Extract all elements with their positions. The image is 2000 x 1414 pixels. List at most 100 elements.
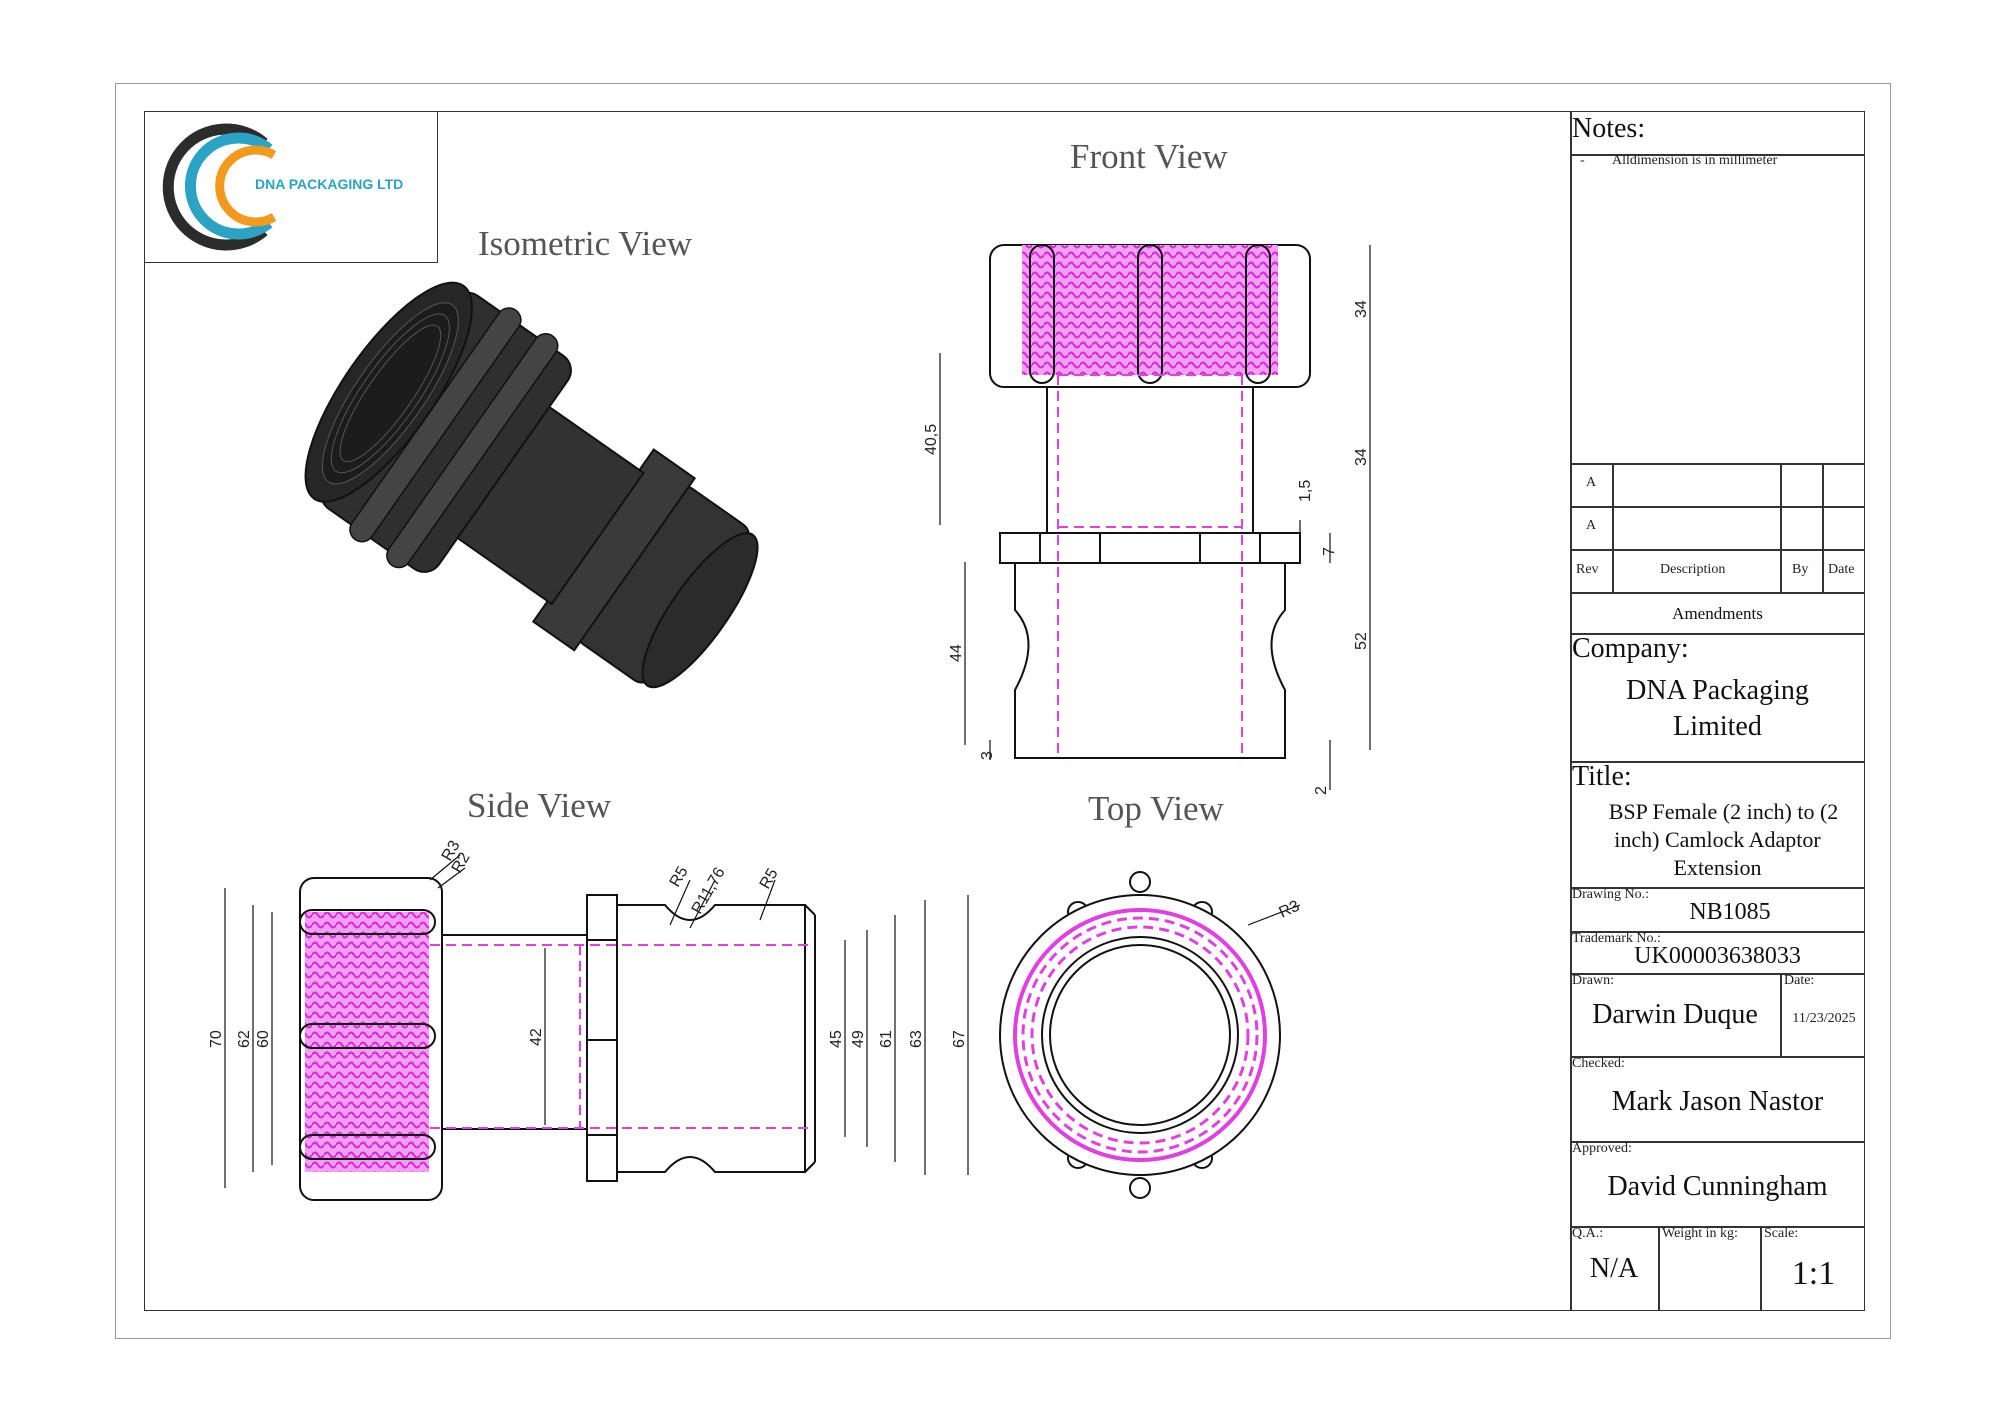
rev-header-by: By [1792, 562, 1809, 577]
logo-dark-arc [162, 123, 268, 251]
dim-side-63: 63 [908, 1030, 925, 1048]
tb-col [1612, 463, 1614, 592]
dim-front-34-neck: 34 [1353, 448, 1370, 466]
title-block: Notes: - Alldimension is in millimeter A… [1570, 111, 1865, 1311]
dim-front-3: 3 [979, 751, 996, 760]
dim-side-r5-right: R5 [757, 866, 782, 892]
front-hex-flange [999, 532, 1301, 564]
front-view [939, 244, 1371, 790]
side-neck [441, 934, 588, 1130]
notes-item: Alldimension is in millimeter [1612, 153, 1778, 168]
tb-divider [1570, 1141, 1865, 1143]
amendments-caption: Amendments [1672, 604, 1763, 623]
side-view [224, 854, 926, 1201]
qa-label: Q.A.: [1572, 1226, 1604, 1241]
dim-front-2: 2 [1313, 786, 1330, 795]
tb-col [1760, 1226, 1762, 1311]
tb-divider [1570, 1056, 1865, 1058]
top-lug [1129, 1177, 1151, 1199]
front-neck [1046, 386, 1254, 534]
iso-thread-ring [330, 313, 450, 474]
iso-thread-ring [339, 324, 442, 463]
tb-divider [1570, 154, 1865, 156]
title-label: Title: [1572, 761, 1632, 792]
title-line1: BSP Female (2 inch) to (2 [1608, 799, 1839, 824]
isometric-view-title: Isometric View [478, 224, 692, 263]
tb-divider [1570, 633, 1865, 635]
logo-text: DNA PACKAGING LTD [255, 176, 403, 192]
dim-front-40-5: 40,5 [923, 424, 940, 455]
title-line2: inch) Camlock Adaptor [1614, 827, 1821, 852]
logo-box: DNA PACKAGING LTD [144, 111, 438, 263]
dim-top-67: 67 [951, 1030, 968, 1048]
top-view [967, 871, 1301, 1199]
rev-header-rev: Rev [1576, 562, 1599, 577]
side-grip-rib [299, 1023, 436, 1049]
side-hex-flange [586, 894, 618, 1182]
tb-divider [1570, 973, 1865, 975]
drawn-date-value: 11/23/2025 [1792, 1011, 1856, 1026]
dim-front-1-5: 1,5 [1297, 480, 1314, 502]
dim-front-44: 44 [948, 644, 965, 662]
front-view-title: Front View [1070, 137, 1228, 176]
trademark-value: UK00003638033 [1634, 943, 1801, 969]
tb-col [1780, 463, 1782, 592]
drawing-border [144, 111, 1865, 1311]
tb-col [1780, 973, 1782, 1056]
drawn-date-label: Date: [1784, 973, 1815, 988]
title-line3: Extension [1673, 855, 1762, 880]
dim-front-7: 7 [1321, 547, 1338, 556]
tb-divider [1570, 549, 1865, 551]
iso-camlock-face [641, 532, 759, 689]
front-grip-rib [1029, 244, 1055, 384]
side-grip-rib [299, 909, 436, 935]
top-thread-ring [1013, 908, 1267, 1162]
approved-value: David Cunningham [1607, 1171, 1828, 1202]
side-chamfer [804, 904, 816, 916]
drawn-value: Darwin Duque [1592, 999, 1758, 1030]
approved-label: Approved: [1572, 1141, 1632, 1156]
side-chamfer [804, 1161, 816, 1173]
front-thread-region [1022, 245, 1278, 375]
logo-blue-arc [184, 132, 273, 240]
dim-top-r3: R3 [1277, 898, 1303, 922]
top-hidden-circle [1030, 925, 1250, 1145]
tb-divider [1570, 931, 1865, 933]
dim-leader [689, 879, 716, 929]
tb-col [1658, 1226, 1660, 1311]
notes-heading: Notes: [1572, 113, 1646, 144]
front-grip-rib [1245, 244, 1271, 384]
company-label: Company: [1572, 633, 1689, 664]
side-thread-region [305, 912, 429, 1172]
iso-grip-rib [386, 333, 559, 569]
side-grip-rib [299, 1134, 436, 1160]
tb-divider [1570, 1226, 1865, 1228]
drawn-label: Drawn: [1572, 973, 1614, 988]
top-bore-circle [1049, 944, 1231, 1126]
dim-side-r5-left: R5 [667, 864, 692, 890]
tb-divider [1570, 463, 1865, 465]
dim-side-62: 62 [236, 1030, 253, 1048]
iso-thread-bore [321, 302, 459, 485]
notes-bullet: - [1580, 153, 1585, 168]
tb-divider [1570, 592, 1865, 594]
front-grip-rib [1137, 244, 1163, 384]
dim-leader [437, 867, 466, 889]
top-inner-circle [1041, 936, 1239, 1134]
trademark-label: Trademark No.: [1572, 931, 1661, 946]
dim-front-34-top: 34 [1353, 300, 1370, 318]
dim-side-45: 45 [828, 1030, 845, 1048]
top-lug [1129, 871, 1151, 893]
dim-leader [669, 879, 691, 926]
weight-label: Weight in kg: [1662, 1226, 1738, 1241]
front-camlock-body [1014, 562, 1286, 759]
company-name-line1: DNA Packaging [1626, 675, 1809, 706]
tb-divider [1570, 761, 1865, 763]
top-hidden-circle [1021, 916, 1259, 1154]
rev-row-1-id: A [1586, 475, 1597, 490]
isometric-view [304, 281, 759, 689]
dim-leader [429, 854, 461, 881]
outer-border [115, 83, 1891, 1339]
logo-orange-arc [215, 145, 277, 227]
